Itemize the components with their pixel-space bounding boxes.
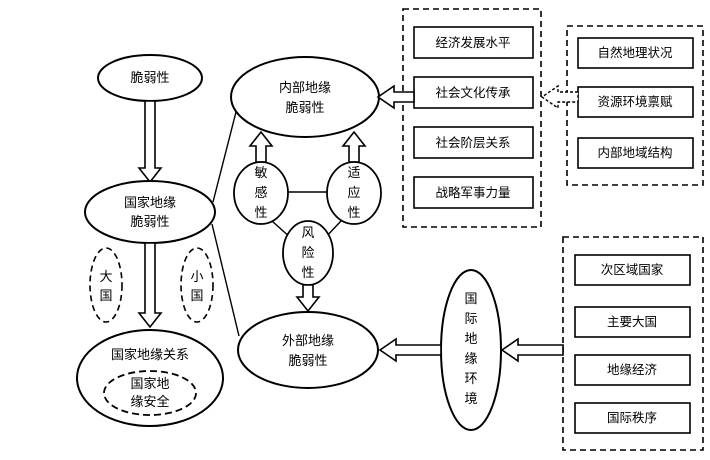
small-country-line2: 国	[190, 289, 203, 304]
arrow-environment-to-external	[378, 337, 442, 363]
factor-box-economy: 经济发展水平	[413, 26, 534, 59]
adaptability-char3: 性	[347, 206, 360, 221]
adaptability-char1: 适	[347, 166, 360, 181]
source-box-natural: 自然地理状况	[577, 37, 694, 69]
external-line1: 外部地缘	[282, 334, 334, 349]
source-box-structure: 内部地域结构	[577, 137, 694, 169]
arrow-adaptability-to-internal	[341, 130, 367, 163]
internal-line2: 脆弱性	[285, 100, 324, 116]
external-factors-group	[562, 236, 704, 451]
external-box-order: 国际秩序	[574, 402, 691, 434]
node-security: 国家地 缘安全	[103, 370, 197, 416]
vulnerability-label: 脆弱性	[130, 70, 169, 86]
external-box-subregional: 次区域国家	[574, 254, 691, 286]
node-vulnerability: 脆弱性	[97, 54, 203, 102]
node-national-vulnerability: 国家地缘 脆弱性	[84, 180, 216, 244]
big-country-line2: 国	[99, 289, 112, 304]
sensitivity-char2: 感	[254, 185, 267, 201]
arrow-vulnerability-to-national	[137, 100, 163, 184]
line-national-to-external	[211, 223, 240, 337]
node-risk: 风 险 性	[282, 220, 334, 286]
factor-culture-label: 社会文化传承	[435, 85, 511, 100]
external-line2: 脆弱性	[288, 353, 327, 369]
external-box-geoeconomy: 地缘经济	[574, 354, 691, 386]
node-adaptability: 适 应 性	[326, 161, 382, 225]
external-order-label: 国际秩序	[607, 410, 657, 425]
arrow-external-factors-to-environment	[500, 337, 564, 363]
factor-box-culture: 社会文化传承	[413, 76, 534, 109]
node-international-environment: 国 际 地 缘 环 境	[440, 269, 502, 431]
environment-char1: 国	[464, 292, 477, 307]
factor-economy-label: 经济发展水平	[435, 35, 510, 50]
source-natural-label: 自然地理状况	[597, 45, 673, 60]
internal-sources-group	[566, 25, 704, 186]
arrow-risk-to-external	[295, 284, 321, 313]
arrow-national-to-relations	[137, 242, 163, 329]
source-box-resources: 资源环境禀赋	[577, 86, 694, 118]
factor-military-label: 战略军事力量	[435, 185, 510, 200]
node-small-country: 小 国	[180, 247, 214, 323]
national-vulnerability-line1: 国家地缘	[124, 195, 176, 211]
external-box-powers: 主要大国	[574, 306, 691, 338]
environment-char4: 缘	[464, 352, 477, 367]
node-big-country: 大 国	[89, 247, 123, 323]
security-line2: 缘安全	[130, 394, 169, 410]
source-resources-label: 资源环境禀赋	[597, 94, 673, 109]
node-external-vulnerability: 外部地缘 脆弱性	[237, 311, 379, 389]
relations-label: 国家地缘关系	[111, 347, 189, 363]
environment-char2: 际	[464, 312, 477, 327]
factor-box-class: 社会阶层关系	[413, 126, 534, 159]
arrow-sources-to-factors	[540, 84, 579, 110]
arrow-sensitivity-to-internal	[248, 130, 274, 163]
factor-class-label: 社会阶层关系	[435, 135, 510, 150]
external-subregional-label: 次区域国家	[601, 262, 664, 277]
sensitivity-char3: 性	[254, 206, 267, 221]
line-national-to-internal	[212, 111, 237, 203]
factor-box-military: 战略军事力量	[413, 176, 534, 209]
external-geoeconomy-label: 地缘经济	[607, 362, 658, 377]
small-country-line1: 小	[190, 270, 203, 285]
arrow-factors-to-internal	[376, 84, 415, 110]
security-line1: 国家地	[130, 376, 169, 392]
national-vulnerability-line2: 脆弱性	[130, 214, 169, 230]
environment-char3: 地	[464, 332, 477, 347]
big-country-line1: 大	[99, 270, 112, 285]
adaptability-char2: 应	[347, 185, 360, 201]
environment-char6: 境	[464, 392, 477, 407]
external-powers-label: 主要大国	[607, 314, 657, 329]
node-internal-vulnerability: 内部地缘 脆弱性	[230, 56, 380, 138]
sensitivity-char1: 敏	[254, 166, 267, 181]
internal-line1: 内部地缘	[279, 80, 331, 96]
risk-char1: 风	[301, 226, 314, 241]
risk-char3: 性	[301, 266, 314, 281]
internal-factors-group	[402, 8, 542, 228]
environment-char5: 环	[464, 372, 477, 387]
risk-char2: 险	[301, 246, 314, 261]
source-structure-label: 内部地域结构	[597, 145, 672, 160]
node-sensitivity: 敏 感 性	[233, 161, 289, 225]
